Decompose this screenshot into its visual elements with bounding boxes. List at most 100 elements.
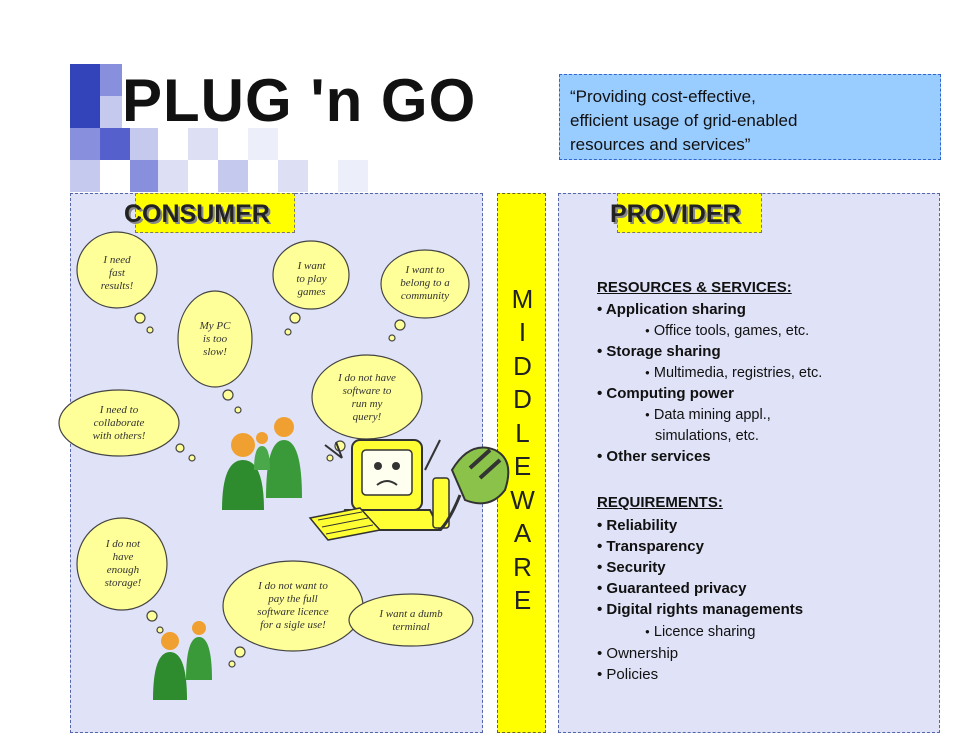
middleware-letter: A xyxy=(513,518,532,548)
computer-arm xyxy=(424,439,441,471)
bubble-line: games xyxy=(297,286,326,298)
person-body xyxy=(266,440,302,498)
resource-subitem-text: Office tools, games, etc. xyxy=(653,323,810,339)
frown xyxy=(376,480,398,486)
thought-bubble xyxy=(272,240,350,310)
bubble-line: fast xyxy=(109,267,125,279)
bubble-line: pay the full xyxy=(268,593,318,605)
bubble-fast-results: I need fast results! xyxy=(87,254,147,293)
requirement-item: • Guaranteed privacy xyxy=(597,580,747,597)
bubble-line: I want xyxy=(297,260,326,272)
resource-subitem-text: Multimedia, registries, etc. xyxy=(653,365,823,381)
eye xyxy=(392,462,400,470)
thought-dot xyxy=(146,610,158,622)
bubble-line: run my xyxy=(351,398,383,410)
bubble-line: I want to xyxy=(405,264,445,276)
requirement-subitem: ● Licence sharing xyxy=(645,624,756,640)
middleware-letter: E xyxy=(513,451,532,481)
bubble-line: collaborate xyxy=(93,417,145,429)
thought-dot xyxy=(228,660,236,668)
person-icon xyxy=(222,433,264,510)
person-head xyxy=(231,433,255,457)
thought-dot xyxy=(222,389,234,401)
person-head xyxy=(161,632,179,650)
thought-dot xyxy=(234,406,242,414)
thought-dot xyxy=(289,312,301,324)
bubble-line: query! xyxy=(352,411,382,423)
bubble-line: for a sigle use! xyxy=(260,619,326,631)
consumer-label: CONSUMER xyxy=(124,193,295,233)
bubble-line: to play xyxy=(296,273,327,285)
bubble-line: I do not xyxy=(105,538,141,550)
bubble-licence: I do not want to pay the full software l… xyxy=(243,580,343,632)
person-head xyxy=(274,417,294,437)
bubble-storage: I do not have enough storage! xyxy=(97,538,149,590)
bubble-no-software: I do not have software to run my query! xyxy=(327,372,407,424)
bubble-line: software licence xyxy=(257,606,329,618)
bubble-line: slow! xyxy=(203,346,227,358)
person-body xyxy=(222,460,264,510)
bubble-line: belong to a xyxy=(400,277,450,289)
thought-bubble xyxy=(177,290,253,388)
resource-item: • Computing power xyxy=(597,385,734,402)
page-title: PLUG 'n GO xyxy=(122,67,477,134)
middleware-letter: I xyxy=(518,317,527,347)
bubble-line: community xyxy=(400,290,450,302)
requirement-subitem-text: Licence sharing xyxy=(653,624,756,640)
person-body xyxy=(153,652,187,700)
quote-line: resources and services” xyxy=(570,135,751,154)
middleware-letter: L xyxy=(515,418,530,448)
thought-dot xyxy=(156,626,164,634)
thought-dot xyxy=(146,326,154,334)
thought-dot xyxy=(284,328,292,336)
person-body xyxy=(186,637,212,680)
keyboard xyxy=(308,507,382,541)
requirement-item: • Digital rights managements xyxy=(597,601,804,618)
bubble-line: I need to xyxy=(99,404,139,416)
bubble-line: storage! xyxy=(104,577,142,589)
bubble-dumb-terminal: I want a dumb terminal xyxy=(364,608,458,634)
plug-prongs xyxy=(468,448,502,480)
thought-dot xyxy=(234,646,246,658)
bubble-line: results! xyxy=(100,280,134,292)
person-head xyxy=(192,621,206,635)
requirement-item: • Policies xyxy=(597,666,659,683)
requirement-item: • Reliability xyxy=(597,517,678,534)
thought-dot xyxy=(134,312,146,324)
thought-bubble xyxy=(348,593,474,647)
keyboard-keys xyxy=(317,511,374,535)
provider-label-text: PROVIDER xyxy=(610,200,741,228)
middleware-letter: E xyxy=(513,585,532,615)
bubble-line: have xyxy=(112,551,134,563)
bubble-line: software to xyxy=(342,385,392,397)
bubble-community: I want to belong to a community xyxy=(390,264,460,303)
thought-bubble xyxy=(76,517,168,611)
resources-header: RESOURCES & SERVICES: xyxy=(597,279,792,296)
tagline-quote: “Providing cost-effective, efficient usa… xyxy=(559,74,941,160)
middleware-letter: M xyxy=(511,284,534,314)
person-head xyxy=(256,432,268,444)
bubble-line: is too xyxy=(202,333,228,345)
resource-subitem-text: Data mining appl., xyxy=(653,407,771,423)
bubble-line: I do not want to xyxy=(258,580,328,592)
middleware-letter: D xyxy=(513,351,532,381)
provider-panel xyxy=(558,193,940,733)
plug-cord xyxy=(438,494,462,532)
thought-bubble xyxy=(58,389,180,457)
plug-icon xyxy=(438,446,510,532)
requirements-header: REQUIREMENTS: xyxy=(597,494,723,511)
bubble-line: enough xyxy=(106,564,140,576)
thought-dot xyxy=(388,334,396,342)
person-icon xyxy=(186,621,212,680)
bubble-collaborate: I need to collaborate with others! xyxy=(79,404,159,443)
person-icon xyxy=(266,417,302,498)
computer-icon xyxy=(308,439,450,541)
thought-dot xyxy=(394,319,406,331)
thought-dot xyxy=(326,454,334,462)
middleware-letter: W xyxy=(510,485,535,515)
thought-bubble xyxy=(380,249,470,319)
consumer-label-text: CONSUMER xyxy=(124,200,270,228)
middleware-letter: R xyxy=(513,552,532,582)
person-icon xyxy=(153,632,187,700)
resource-subitem: ● Office tools, games, etc. xyxy=(645,323,810,339)
